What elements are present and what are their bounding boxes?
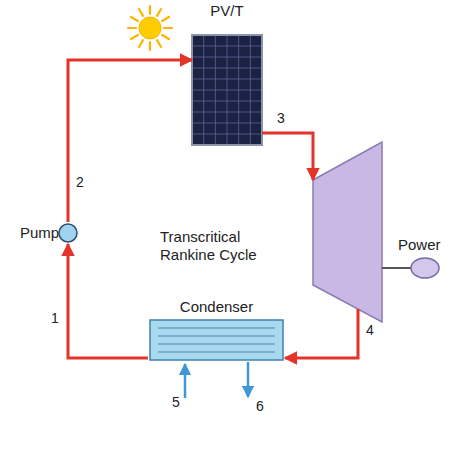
flow-line bbox=[262, 133, 313, 180]
cooling-inlet-arrow bbox=[184, 364, 187, 398]
sun-ray bbox=[139, 40, 143, 47]
flow-line bbox=[68, 244, 148, 358]
cycle-title: Transcritical Rankine Cycle bbox=[160, 228, 272, 264]
sun-ray bbox=[149, 6, 151, 14]
sun-icon bbox=[128, 6, 172, 50]
flow-line bbox=[68, 60, 192, 222]
panel-heading: PV/T bbox=[192, 2, 262, 20]
state-number: 4 bbox=[365, 322, 375, 338]
cell-line bbox=[193, 46, 261, 47]
condenser-node: Condenser bbox=[148, 298, 285, 360]
cell-line bbox=[193, 123, 261, 124]
cell-line bbox=[193, 101, 261, 102]
cell-line bbox=[193, 79, 261, 80]
tube-line bbox=[158, 335, 275, 336]
tube-line bbox=[158, 327, 275, 328]
sun-ray bbox=[139, 9, 143, 16]
state-number: 2 bbox=[75, 174, 85, 190]
stream-number: 6 bbox=[256, 398, 264, 414]
sun-ray bbox=[157, 40, 161, 47]
cell-line bbox=[193, 90, 261, 91]
cell-line bbox=[193, 68, 261, 69]
pvt-panel bbox=[192, 35, 262, 145]
sun-ray bbox=[162, 17, 169, 21]
tube-line bbox=[158, 343, 275, 344]
generator-symbol bbox=[411, 258, 439, 278]
cell-line bbox=[193, 112, 261, 113]
power-label: Power bbox=[398, 236, 441, 254]
sun-ray bbox=[131, 17, 138, 21]
state-number: 3 bbox=[276, 110, 286, 126]
cooling-outlet-arrow bbox=[247, 362, 250, 397]
shaft-line bbox=[382, 267, 411, 269]
pump-node: Pump bbox=[20, 222, 78, 244]
condenser-symbol bbox=[150, 320, 283, 360]
turbine-node: Power bbox=[312, 142, 447, 322]
state-number: 1 bbox=[50, 310, 60, 326]
sun-ray bbox=[128, 27, 136, 29]
flow-line bbox=[285, 309, 358, 358]
condenser-heading: Condenser bbox=[148, 298, 285, 316]
sun-ray bbox=[164, 27, 172, 29]
pump-symbol bbox=[59, 224, 77, 242]
turbine-symbol bbox=[313, 142, 382, 322]
cell-line bbox=[193, 134, 261, 135]
pvt-node: PV/T bbox=[192, 2, 262, 145]
sun-ray bbox=[157, 9, 161, 16]
cell-line bbox=[193, 57, 261, 58]
sun-ray bbox=[149, 42, 151, 50]
sun-ray bbox=[162, 35, 169, 39]
sun-ray bbox=[131, 35, 138, 39]
stream-number: 5 bbox=[172, 394, 180, 410]
pump-label: Pump bbox=[20, 222, 78, 242]
tube-line bbox=[158, 351, 275, 352]
